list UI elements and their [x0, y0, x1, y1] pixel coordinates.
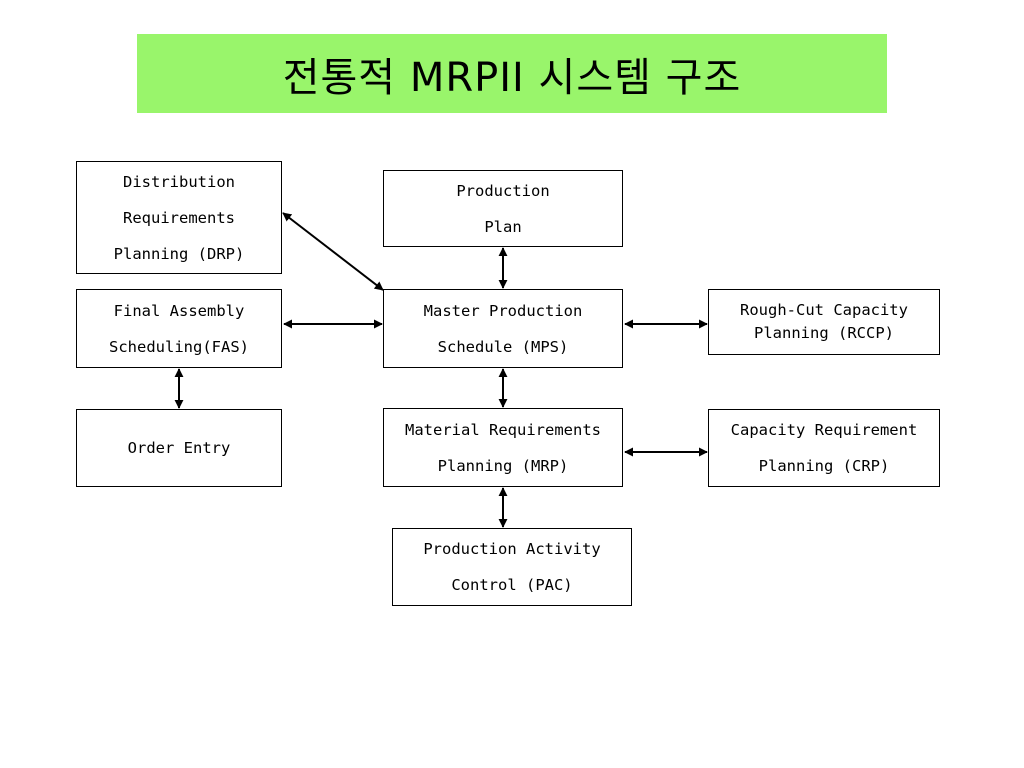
crp-line-1: Capacity Requirement [730, 421, 918, 439]
drp-line-2: Requirements [123, 208, 235, 227]
fas-line-2: Scheduling(FAS) [109, 337, 249, 356]
drp-line-3: Planning (DRP) [113, 244, 245, 263]
box-crp: Capacity Requirement Planning (CRP) [708, 409, 940, 487]
pac-line-1: Production Activity [423, 540, 601, 558]
box-fas: Final Assembly Scheduling(FAS) [76, 289, 282, 368]
box-drp: Distribution Requirements Planning (DRP) [76, 161, 282, 274]
box-order-entry: Order Entry [76, 409, 282, 487]
rccp-line-1: Rough-Cut Capacity [740, 301, 908, 319]
box-rccp: Rough-Cut Capacity Planning (RCCP) [708, 289, 940, 355]
production-plan-line-1: Production [456, 181, 550, 200]
box-mps: Master Production Schedule (MPS) [383, 289, 623, 368]
order-entry-line-1: Order Entry [127, 439, 231, 457]
title-banner: 전통적 MRPII 시스템 구조 [137, 34, 887, 113]
mps-line-2: Schedule (MPS) [437, 337, 569, 356]
drp-line-1: Distribution [123, 172, 235, 191]
arrow-drp-mps [282, 212, 384, 291]
box-mrp: Material Requirements Planning (MRP) [383, 408, 623, 487]
production-plan-line-2: Plan [484, 217, 522, 236]
fas-line-1: Final Assembly [113, 301, 245, 320]
slide-title: 전통적 MRPII 시스템 구조 [282, 54, 742, 101]
box-pac: Production Activity Control (PAC) [392, 528, 632, 606]
box-production-plan: Production Plan [383, 170, 623, 247]
mrp-line-2: Planning (MRP) [437, 456, 569, 475]
pac-line-2: Control (PAC) [451, 576, 573, 594]
rccp-line-2: Planning (RCCP) [754, 324, 894, 342]
mps-line-1: Master Production [423, 301, 583, 320]
crp-line-2: Planning (CRP) [758, 457, 890, 475]
mrp-line-1: Material Requirements [405, 420, 601, 439]
